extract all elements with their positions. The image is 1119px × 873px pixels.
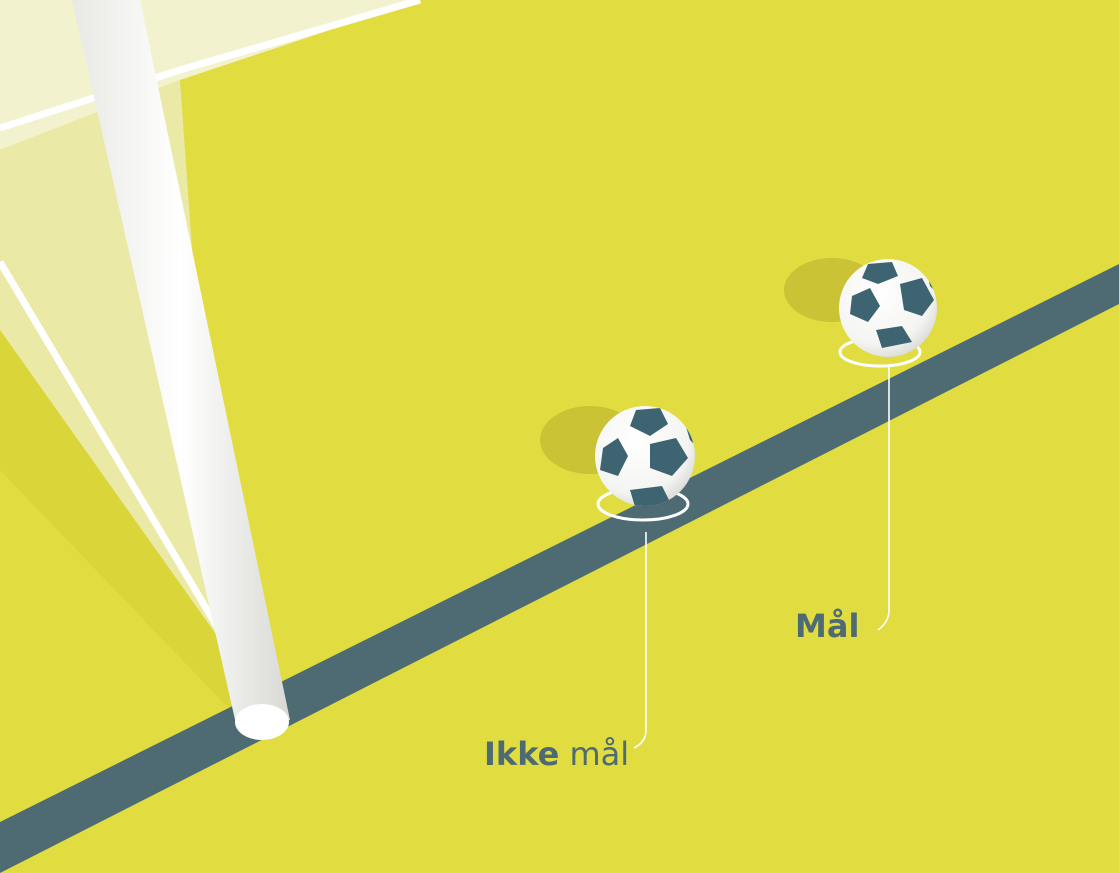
- label-no-goal: Ikke mål: [484, 738, 629, 770]
- label-no-goal-bold: Ikke: [484, 735, 559, 773]
- label-goal: Mål: [795, 610, 859, 642]
- label-no-goal-rest: mål: [559, 735, 629, 773]
